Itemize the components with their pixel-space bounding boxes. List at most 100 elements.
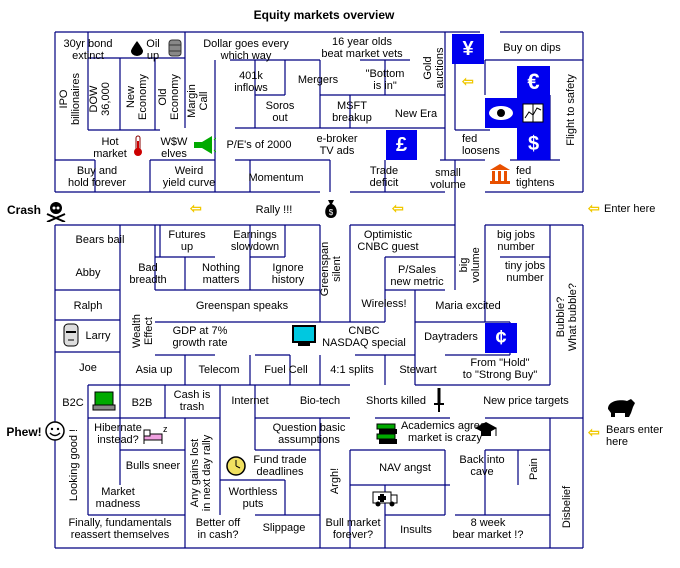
cell-margin-call: Margin Call <box>186 84 210 118</box>
cell-b2b: B2B <box>131 397 153 409</box>
cell-cash-is-trash: Cash is trash <box>173 389 211 413</box>
oil-drop-icon <box>131 41 143 56</box>
cell-flight-to-safety: Flight to safety <box>565 74 577 146</box>
cell-fundamentals: Finally, fundamentals reassert themselve… <box>68 517 172 541</box>
cent-box: ¢ <box>485 323 517 353</box>
cell-joe: Joe <box>79 362 97 374</box>
cell-maria-excited: Maria excited <box>435 300 501 312</box>
cell-futures-up: Futures up <box>168 229 206 253</box>
cell-hold-to-strong-buy: From "Hold" to "Strong Buy" <box>462 357 538 381</box>
cell-bio-tech: Bio-tech <box>299 395 341 407</box>
cell-any-gains-lost: Any gains lost in next day rally <box>189 434 213 512</box>
label-crash: Crash <box>6 203 41 217</box>
cell-bears-bail: Bears bail <box>75 234 125 246</box>
cell-oil-up: Oil up <box>146 38 160 62</box>
cell-larry: Larry <box>85 330 111 342</box>
cell-bubble: Bubble? What bubble? <box>555 283 579 351</box>
cell-wealth-effect: Wealth Effect <box>131 313 155 349</box>
cell-mergers: Mergers <box>297 74 339 86</box>
cell-fuel-cell: Fuel Cell <box>264 364 308 376</box>
cell-weird-yield: Weird yield curve <box>162 165 216 189</box>
cell-new-economy: New Economy <box>125 74 149 120</box>
cell-trade-deficit: Trade deficit <box>369 165 399 189</box>
laptop-icon <box>92 391 116 411</box>
cell-old-economy: Old Economy <box>157 74 181 120</box>
cell-msft-breakup: MSFT breakup <box>332 100 372 124</box>
ambulance-icon <box>372 491 398 507</box>
cell-big-jobs: big jobs number <box>497 229 535 253</box>
cell-30yr-bond: 30yr bond extinct <box>63 38 113 62</box>
euro-box: € <box>517 66 550 98</box>
cell-bottom-is-in: "Bottom is in" <box>365 68 405 92</box>
cell-fund-trade-deadlines: Fund trade deadlines <box>253 454 307 478</box>
books-icon <box>376 423 397 444</box>
cell-stewart: Stewart <box>399 364 437 376</box>
cell-cnbc-nasdaq: CNBC NASDAQ special <box>322 325 406 349</box>
cell-16-year-olds: 16 year olds beat market vets <box>321 36 403 60</box>
barrel-icon <box>168 39 182 57</box>
money-bag-icon: $ <box>325 200 337 218</box>
cell-4-1-splits: 4:1 splits <box>330 364 374 376</box>
face-icon <box>63 323 79 347</box>
smiley-icon <box>45 421 65 441</box>
svg-text:$: $ <box>329 208 334 217</box>
cell-shorts-killed: Shorts killed <box>366 395 426 407</box>
cell-nav-angst: NAV angst <box>379 462 431 474</box>
cell-greenspan-speaks: Greenspan speaks <box>195 300 289 312</box>
cell-fed-loosens: fed loosens <box>462 133 500 157</box>
arrow-left-icon: ⇦ <box>190 200 202 216</box>
cell-bulls-sneer: Bulls sneer <box>125 460 181 472</box>
cell-bad-breadth: Bad breadth <box>129 262 167 286</box>
cell-b2c: B2C <box>62 397 84 409</box>
cell-argh: Argh! <box>329 467 341 495</box>
cell-wireless: Wireless! <box>361 298 407 310</box>
cell-abby: Abby <box>75 267 101 279</box>
cell-momentum: Momentum <box>248 172 304 184</box>
cell-market-madness: Market madness <box>95 486 141 510</box>
cell-new-price-targets: New price targets <box>483 395 569 407</box>
dagger-icon <box>434 388 444 412</box>
cell-question-assumptions: Question basic assumptions <box>272 422 346 446</box>
cell-dow-36000: DOW 36,000 <box>88 82 112 116</box>
cell-back-into-cave: Back into cave <box>459 454 505 478</box>
skull-crossbones-icon <box>46 202 66 222</box>
dollar-box: $ <box>517 128 550 160</box>
megaphone-icon <box>194 136 216 154</box>
cell-gdp-growth: GDP at 7% growth rate <box>172 325 228 349</box>
arrow-left-icon: ⇦ <box>588 200 600 216</box>
cell-wsw-elves: W$W elves <box>160 136 188 160</box>
cell-earnings-slowdown: Earnings slowdown <box>230 229 280 253</box>
eye-box <box>485 98 550 128</box>
cell-academics-agree: Academics agree, market is crazy <box>400 420 490 444</box>
cell-dollar-every-way: Dollar goes every which way <box>203 38 289 62</box>
cell-telecom: Telecom <box>198 364 240 376</box>
cell-buy-on-dips: Buy on dips <box>503 42 561 54</box>
cell-psales-metric: P/Sales new metric <box>390 264 444 288</box>
cell-new-era: New Era <box>394 108 438 120</box>
svg-text:z: z <box>163 424 168 434</box>
cell-pe-2000: P/E's of 2000 <box>226 139 292 151</box>
cell-8-week-bear: 8 week bear market !? <box>452 517 524 541</box>
cell-big-volume: big volume <box>458 247 482 283</box>
cell-internet: Internet <box>231 395 269 407</box>
cell-fed-tightens: fed tightens <box>516 165 555 189</box>
cell-pain: Pain <box>528 457 540 481</box>
arrow-left-icon: ⇦ <box>392 200 404 216</box>
cell-optimistic-cnbc: Optimistic CNBC guest <box>357 229 419 253</box>
cell-daytraders: Daytraders <box>424 331 478 343</box>
cell-bull-market-forever: Bull market forever? <box>325 517 381 541</box>
cell-soros-out: Soros out <box>265 100 295 124</box>
label-phew: Phew! <box>6 425 42 439</box>
cell-greenspan-silent: Greenspan silent <box>319 241 343 297</box>
page-title: Equity markets overview <box>253 8 395 22</box>
cell-gold-auctions: Gold auctions <box>422 47 446 89</box>
tv-icon <box>292 325 316 346</box>
cell-ebroker-ads: e-broker TV ads <box>316 133 358 157</box>
bed-icon: z <box>143 424 168 444</box>
cell-hot-market: Hot market <box>93 136 127 160</box>
cell-hibernate: Hibernate instead? <box>94 422 142 446</box>
eye-icon <box>489 103 544 123</box>
arrow-left-icon: ⇦ <box>588 424 600 440</box>
grad-cap-icon <box>475 422 497 436</box>
